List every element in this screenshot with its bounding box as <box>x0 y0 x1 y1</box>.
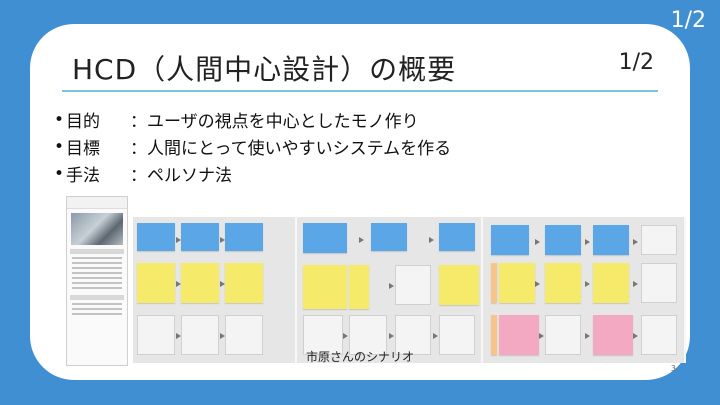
sticky-note <box>225 263 263 303</box>
arrow-right-icon <box>429 237 434 243</box>
slide-card: HCD（人間中心設計）の概要 1/2 • 目的 ：ユーザの視点を中心としたモノ作… <box>30 24 690 380</box>
persona-photo <box>71 213 123 245</box>
sticky-note <box>439 223 475 251</box>
arrow-right-icon <box>633 281 638 287</box>
arrow-right-icon <box>220 333 225 339</box>
figure-caption: 市原さんのシナリオ <box>305 350 414 364</box>
sticky-note <box>491 263 497 303</box>
sticky-note <box>181 223 219 251</box>
arrow-right-icon <box>535 239 540 245</box>
arrow-right-icon <box>389 333 394 339</box>
bullet-item-method: • 手法 ：ペルソナ法 <box>54 160 451 187</box>
bullet-desc: ：ペルソナ法 <box>130 166 232 186</box>
arrow-right-icon <box>359 237 364 243</box>
arrow-right-icon <box>389 283 394 289</box>
bullet-dot-icon: • <box>54 163 65 184</box>
sticky-note <box>499 315 539 355</box>
sticky-note <box>349 265 369 309</box>
arrow-right-icon <box>433 333 438 339</box>
corner-page-indicator: 1/2 <box>670 8 706 33</box>
arrow-right-icon <box>343 333 348 339</box>
slide-title: HCD（人間中心設計）の概要 <box>72 53 457 86</box>
bullet-term: 目的 <box>66 112 100 132</box>
arrow-right-icon <box>535 281 540 287</box>
bullet-desc: ：ユーザの視点を中心としたモノ作り <box>130 112 419 132</box>
arrow-right-icon <box>585 281 590 287</box>
bullet-item-goal: • 目標 ：人間にとって使いやすいシステムを作る <box>54 133 451 160</box>
bullet-term: 手法 <box>66 166 100 186</box>
sticky-note <box>593 263 629 303</box>
slide-page-indicator: 1/2 <box>618 50 654 75</box>
bullet-term: 目標 <box>66 139 100 159</box>
bullet-dot-icon: • <box>54 136 65 157</box>
title-underline <box>62 90 658 92</box>
sticky-note <box>303 223 347 253</box>
arrow-right-icon <box>539 333 544 339</box>
sticky-note <box>499 263 535 303</box>
sticky-note <box>303 265 347 309</box>
sticky-note <box>181 263 219 303</box>
bullet-desc: ：人間にとって使いやすいシステムを作る <box>130 139 452 159</box>
bullet-item-purpose: • 目的 ：ユーザの視点を中心としたモノ作り <box>54 106 451 133</box>
sticky-note <box>593 225 629 255</box>
arrow-right-icon <box>220 281 225 287</box>
sticky-note <box>225 223 263 251</box>
sticky-note <box>371 223 407 251</box>
arrow-right-icon <box>220 237 225 243</box>
sticky-note <box>593 315 633 355</box>
sticky-note <box>491 315 497 355</box>
sticky-note <box>137 223 175 251</box>
bullet-list: • 目的 ：ユーザの視点を中心としたモノ作り • 目標 ：人間にとって使いやすい… <box>54 106 451 187</box>
sticky-note <box>545 263 581 303</box>
bullet-dot-icon: • <box>54 109 65 130</box>
arrow-right-icon <box>585 333 590 339</box>
arrow-right-icon <box>176 281 181 287</box>
arrow-right-icon <box>633 333 638 339</box>
sticky-note <box>491 225 529 255</box>
arrow-right-icon <box>176 333 181 339</box>
sticky-note <box>137 263 175 303</box>
scenario-board-image <box>133 217 686 363</box>
arrow-right-icon <box>176 237 181 243</box>
persona-sheet-image <box>66 196 128 366</box>
arrow-right-icon <box>585 239 590 245</box>
arrow-right-icon <box>633 239 638 245</box>
sticky-note <box>545 225 581 255</box>
sticky-note <box>439 265 479 305</box>
slide-number: 3 <box>670 364 676 373</box>
